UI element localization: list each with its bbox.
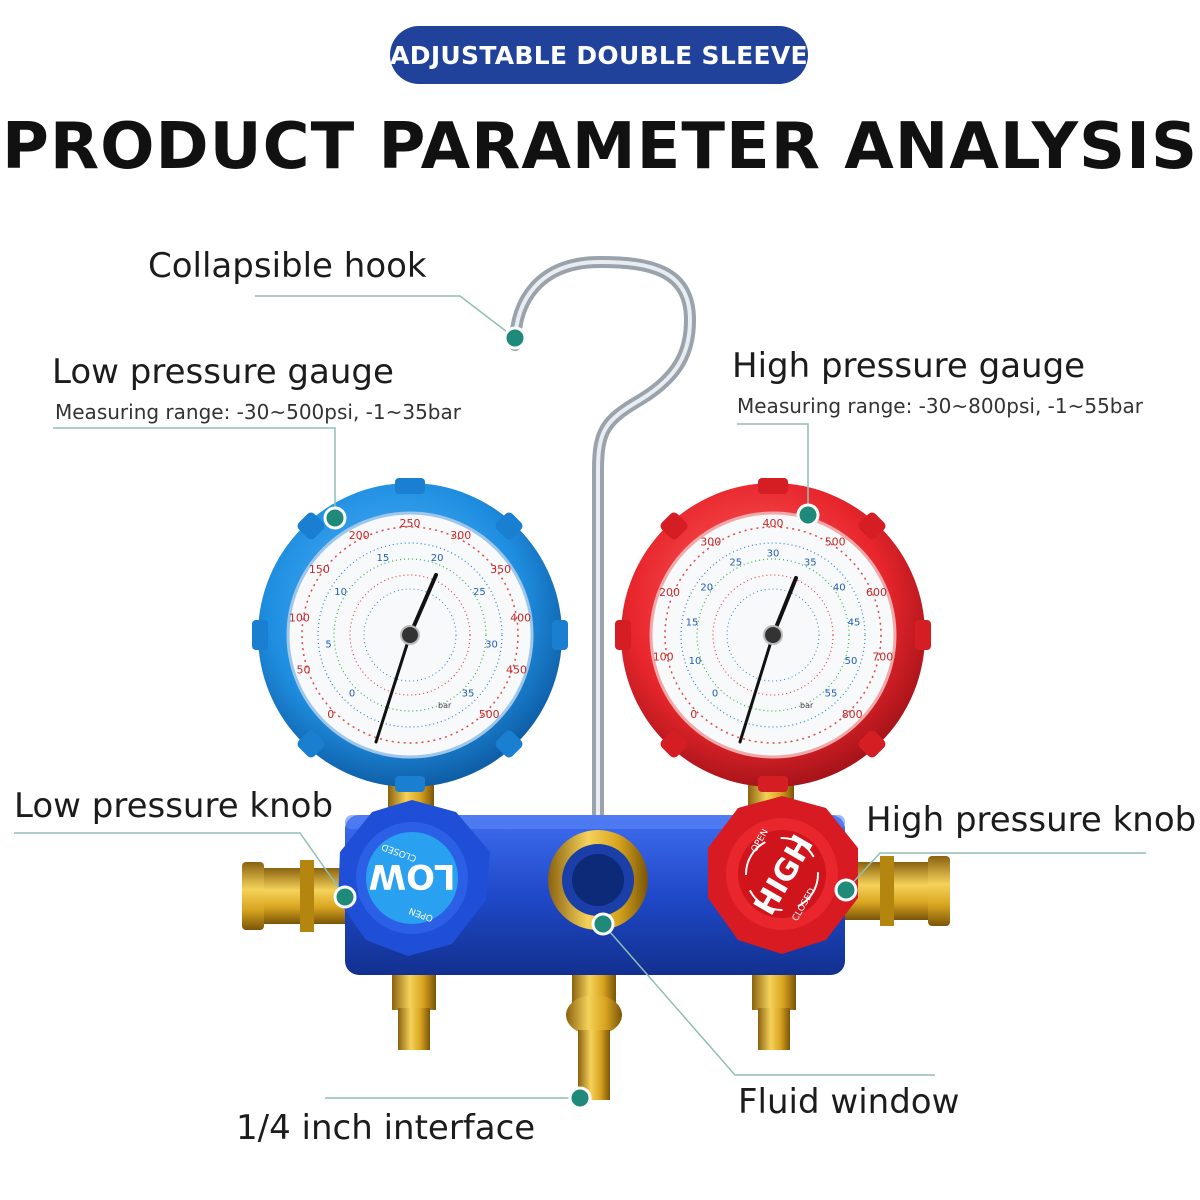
low-gauge-psi-tick: 400 [510, 611, 531, 624]
high-gauge-bar-tick: 10 [689, 656, 702, 667]
high-knob-label-text: High pressure knob [866, 800, 1197, 840]
fluid-window-dot [591, 912, 615, 936]
fluid-window-label: Fluid window [738, 1082, 960, 1122]
high-gauge-psi-tick: 0 [690, 708, 697, 721]
low-gauge-psi-tick: 250 [400, 517, 421, 530]
bottom-center-fitting [566, 965, 622, 1100]
high-gauge-bar-tick: 55 [825, 689, 838, 700]
hook-label: Collapsible hook [148, 246, 427, 286]
high-gauge-dot [796, 503, 820, 527]
hook-leader [255, 295, 516, 339]
low-knob-label: LOW [369, 856, 456, 896]
low-gauge-psi-tick: 450 [506, 664, 527, 677]
low-knob-leader [14, 832, 346, 898]
interface-label: 1/4 inch interface [236, 1108, 536, 1148]
high-knob-dot [834, 878, 858, 902]
high-gauge-psi-tick: 300 [700, 536, 721, 549]
high-gauge-range: Measuring range: -30~800psi, -1~55bar [737, 394, 1143, 418]
high-gauge-needle [771, 576, 798, 637]
high-gauge-bar-tick: 35 [804, 557, 817, 568]
high-gauge-psi-tick: 700 [872, 651, 893, 664]
low-gauge-bar-tick: 0 [349, 689, 355, 700]
low-gauge-bar-tick: 30 [485, 640, 498, 651]
low-gauge-psi-tick: 300 [450, 529, 471, 542]
low-gauge-unit: bar [438, 701, 452, 710]
high-gauge-psi-tick: 800 [842, 708, 863, 721]
high-gauge-psi-tick: 500 [825, 536, 846, 549]
low-pressure-gauge: 0 50 100 150 200 250 300 350 400 450 500 0 5 10 15 20 25… [252, 478, 568, 792]
high-gauge-psi-tick: 400 [763, 517, 784, 530]
high-gauge-psi-tick: 200 [659, 586, 680, 599]
high-gauge-bar-tick: 20 [700, 582, 713, 593]
low-gauge-psi-tick: 200 [349, 529, 370, 542]
low-gauge-range: Measuring range: -30~500psi, -1~35bar [55, 400, 461, 424]
high-gauge-unit: bar [800, 701, 814, 710]
low-gauge-bar-tick: 5 [325, 640, 331, 651]
low-gauge-dot [323, 506, 347, 530]
high-gauge-bar-tick: 45 [848, 618, 861, 629]
low-gauge-psi-tick: 500 [479, 708, 500, 721]
high-gauge-bar-tick: 40 [833, 582, 846, 593]
low-knob-dot [333, 885, 357, 909]
high-gauge-psi-tick: 600 [866, 586, 887, 599]
high-knob-leader [845, 852, 1146, 891]
high-gauge-bar-tick: 15 [686, 618, 699, 629]
low-gauge-bar-tick: 15 [377, 553, 390, 564]
header-badge: ADJUSTABLE DOUBLE SLEEVE [390, 26, 808, 84]
callout-dots [323, 326, 858, 1110]
low-gauge-bar-tick: 25 [473, 587, 486, 598]
badge-text: ADJUSTABLE DOUBLE SLEEVE [390, 40, 808, 70]
hook-dot [503, 326, 527, 350]
low-pressure-knob: LOW CLOSED OPEN [338, 800, 490, 956]
low-gauge-label: Low pressure gauge [52, 352, 394, 392]
high-gauge-label: High pressure gauge [732, 346, 1086, 386]
interface-dot [568, 1086, 592, 1110]
low-knob-label-text: Low pressure knob [14, 786, 334, 826]
high-pressure-knob: HIGH OPEN CLOSED [708, 796, 858, 954]
low-gauge-psi-tick: 50 [297, 664, 311, 677]
fluid-window [548, 830, 648, 930]
high-gauge-bar-tick: 30 [767, 549, 780, 560]
low-gauge-psi-tick: 150 [309, 563, 330, 576]
high-gauge-bar-tick: 50 [845, 656, 858, 667]
page-title: PRODUCT PARAMETER ANALYSIS [1, 110, 1199, 184]
low-gauge-bar-tick: 20 [431, 553, 444, 564]
high-gauge-bar-tick: 0 [712, 689, 718, 700]
low-gauge-bar-tick: 10 [334, 587, 347, 598]
callout-lines [14, 295, 1146, 1099]
low-gauge-bar-tick: 35 [462, 689, 475, 700]
high-gauge-psi-tick: 100 [653, 651, 674, 664]
fluid-window-leader [602, 923, 935, 1076]
low-gauge-psi-tick: 350 [490, 563, 511, 576]
high-gauge-leader [737, 423, 809, 515]
low-gauge-psi-tick: 100 [289, 611, 310, 624]
low-gauge-needle [408, 573, 438, 637]
low-gauge-psi-tick: 0 [327, 708, 334, 721]
high-pressure-gauge: 0 100 200 300 400 500 600 700 800 0 10 15 20 25 30 35 40… [615, 478, 931, 792]
high-gauge-bar-tick: 25 [729, 557, 742, 568]
low-gauge-leader [53, 427, 336, 518]
